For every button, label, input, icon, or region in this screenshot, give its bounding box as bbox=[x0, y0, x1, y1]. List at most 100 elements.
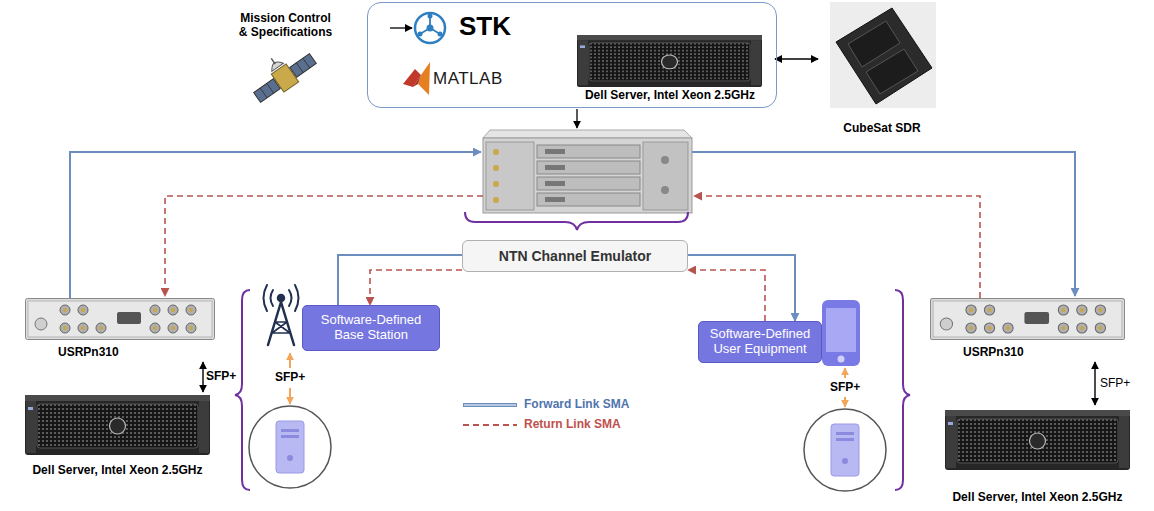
link-connector bbox=[688, 255, 795, 321]
caption-label: Mission Control & Specifications bbox=[235, 12, 336, 40]
forward-link-wire bbox=[70, 152, 481, 298]
satellite-icon bbox=[269, 59, 284, 72]
antenna-tower-icon bbox=[264, 285, 299, 345]
emulator-chassis bbox=[493, 149, 499, 155]
server-illustration bbox=[945, 410, 1130, 470]
stk-logo bbox=[415, 13, 445, 43]
legend-entry: Forward Link SMA bbox=[462, 396, 662, 414]
control-arrow bbox=[576, 109, 577, 128]
emulator-chassis bbox=[493, 181, 499, 187]
sfp-link-arrow bbox=[289, 353, 291, 368]
link-connector bbox=[370, 270, 462, 305]
link-connector bbox=[775, 58, 818, 59]
node-label: USRPn310 bbox=[58, 346, 119, 360]
host-computer-icon bbox=[842, 458, 848, 464]
server-node: Dell Server, Intel Xeon 2.5GHz bbox=[926, 405, 1149, 505]
emulator-chassis bbox=[493, 165, 499, 171]
legend-text: Forward Link SMA bbox=[524, 398, 629, 412]
emulator-chassis bbox=[483, 130, 692, 213]
emulator-chassis bbox=[545, 149, 565, 202]
emulator-chassis bbox=[661, 186, 669, 194]
usrp-node: USRPn310 bbox=[930, 296, 1125, 362]
host-computer-icon bbox=[831, 424, 859, 476]
software-name: MATLAB bbox=[433, 69, 503, 89]
emulator-chassis bbox=[545, 165, 565, 170]
server-illustration bbox=[577, 35, 762, 87]
node-label: Software-Defined User Equipment bbox=[705, 327, 815, 357]
node-label: Dell Server, Intel Xeon 2.5GHz bbox=[6, 464, 229, 478]
server-node: Dell Server, Intel Xeon 2.5GHz bbox=[565, 31, 775, 105]
emulator-chassis bbox=[661, 156, 669, 164]
emulator-chassis bbox=[537, 161, 640, 174]
group-bracket bbox=[895, 290, 910, 490]
stk-logo bbox=[428, 14, 433, 19]
node-label: Dell Server, Intel Xeon 2.5GHz bbox=[565, 89, 775, 103]
link-connector bbox=[202, 362, 203, 392]
base-station-box: Software-Defined Base Station bbox=[302, 305, 440, 351]
emulator-chassis bbox=[545, 149, 565, 154]
host-computer-icon bbox=[281, 429, 299, 432]
emulator-chassis bbox=[537, 145, 640, 206]
host-computer-icon bbox=[804, 409, 886, 491]
host-computer-icon bbox=[836, 432, 854, 435]
interface-label: SFP+ bbox=[830, 381, 860, 395]
phone-icon bbox=[838, 356, 845, 363]
return-link-wire bbox=[694, 196, 980, 298]
antenna-tower-icon bbox=[272, 322, 290, 333]
emulator-chassis bbox=[643, 142, 688, 210]
emulator-chassis bbox=[545, 197, 565, 202]
host-computer-icon bbox=[836, 438, 854, 441]
host-computer-icon bbox=[281, 435, 299, 438]
node-label: NTN Channel Emulator bbox=[499, 248, 651, 264]
cubesat-illustration bbox=[836, 8, 932, 104]
stk-logo bbox=[420, 16, 440, 34]
interface-label: SFP+ bbox=[1100, 377, 1130, 391]
emulator-chassis bbox=[483, 138, 692, 213]
legend-line-sample bbox=[463, 403, 517, 407]
emulator-chassis bbox=[486, 142, 534, 210]
legend-text: Return Link SMA bbox=[524, 418, 621, 432]
sfp-link-arrow bbox=[844, 397, 846, 407]
usrp-node: USRPn310 bbox=[25, 296, 215, 362]
return-link-wire bbox=[165, 196, 483, 296]
matlab-logo bbox=[413, 75, 421, 87]
server-illustration bbox=[25, 395, 210, 455]
stk-logo bbox=[438, 32, 443, 37]
stk-logo bbox=[390, 13, 445, 43]
node-label: USRPn310 bbox=[963, 346, 1024, 360]
legend-line-sample bbox=[464, 404, 516, 405]
legend-line-sample bbox=[463, 424, 517, 426]
channel-emulator-box: NTN Channel Emulator bbox=[462, 240, 688, 272]
legend-entry: Return Link SMA bbox=[462, 416, 662, 434]
satellite-icon bbox=[271, 58, 275, 64]
satellite-icon bbox=[290, 54, 317, 78]
node-label: Dell Server, Intel Xeon 2.5GHz bbox=[926, 491, 1149, 505]
emulator-bracket bbox=[465, 212, 688, 230]
satellite-icon bbox=[254, 79, 281, 103]
stk-logo bbox=[390, 27, 412, 28]
group-bracket bbox=[235, 290, 250, 490]
emulator-chassis bbox=[537, 177, 640, 190]
emulator-chassis bbox=[537, 145, 640, 158]
host-computer-icon bbox=[276, 421, 304, 473]
forward-link-wire bbox=[692, 152, 1075, 296]
matlab-logo bbox=[403, 69, 421, 87]
emulator-chassis bbox=[545, 181, 565, 186]
server-node: Dell Server, Intel Xeon 2.5GHz bbox=[6, 392, 229, 480]
interface-label: SFP+ bbox=[275, 371, 305, 385]
antenna-tower-icon bbox=[278, 295, 284, 301]
usrp-illustration bbox=[26, 299, 215, 340]
cubesat-illustration bbox=[866, 49, 918, 94]
link-connector bbox=[338, 255, 462, 305]
phone-icon bbox=[822, 300, 860, 366]
phone-icon bbox=[822, 300, 860, 366]
host-computer-icon bbox=[287, 455, 293, 461]
antenna-tower-icon bbox=[264, 285, 299, 311]
host-computer-icon bbox=[249, 406, 886, 491]
software-name: STK bbox=[459, 12, 511, 42]
emulator-chassis bbox=[493, 197, 499, 203]
node-label: Software-Defined Base Station bbox=[309, 313, 433, 343]
link-connector bbox=[688, 270, 765, 321]
